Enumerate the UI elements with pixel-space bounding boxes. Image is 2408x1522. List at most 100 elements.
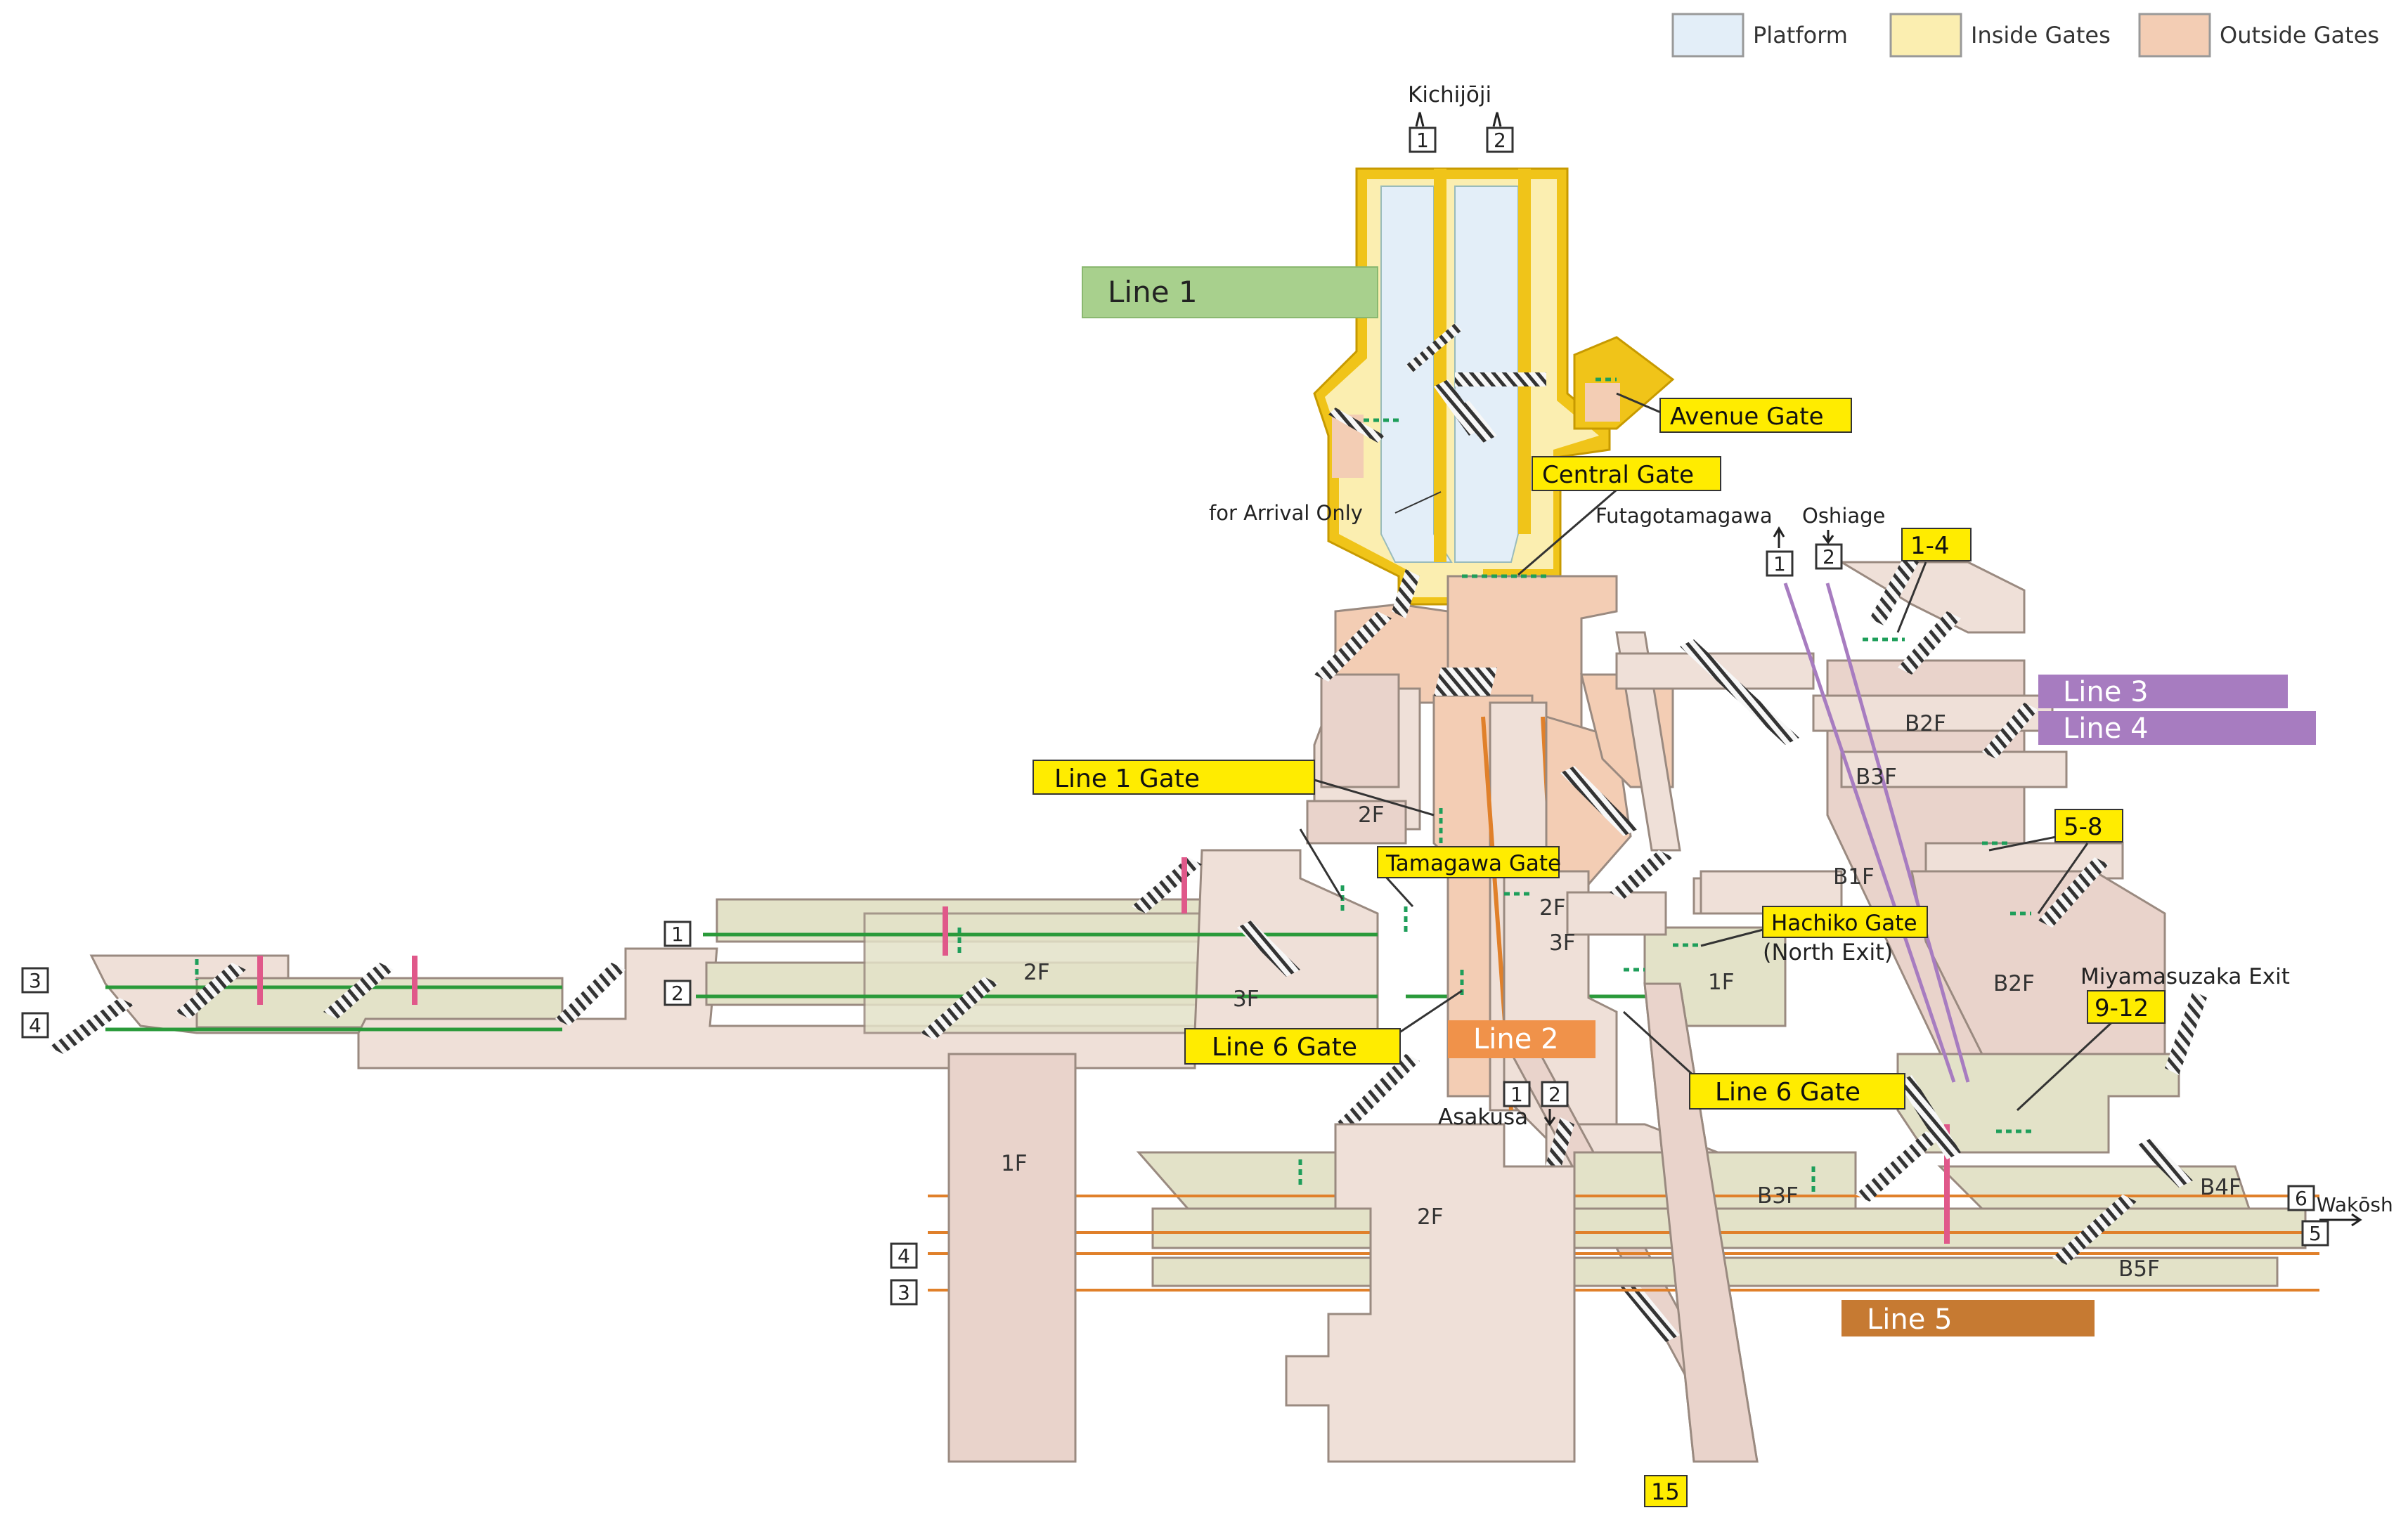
platform-num-s4: 4 — [898, 1244, 910, 1268]
arrow-oshiage — [1822, 530, 1834, 545]
gate-label-line6a-bg — [1184, 1028, 1401, 1065]
platform-num-o2: 2 — [1823, 545, 1835, 568]
label-oshiage: Oshiage — [1802, 504, 1885, 528]
gate-label-hachiko-bg — [1762, 906, 1928, 938]
line4-banner-label: Line 4 — [2063, 713, 2149, 745]
stairs-left-1 — [49, 998, 134, 1054]
platform-box-k2 — [1486, 126, 1514, 153]
direction-arrows — [1543, 526, 1834, 1126]
platform-box-w2 — [664, 980, 692, 1006]
stairs-east-4 — [2038, 857, 2109, 928]
leader-tamagawa-a — [1299, 828, 1344, 900]
gate-label-hachiko: Hachiko Gate — [1771, 911, 1917, 936]
label-futagotamagawa: Futagotamagawa — [1595, 504, 1773, 528]
gate-label-central-bg — [1532, 456, 1721, 491]
stairs-central-1 — [1392, 569, 1420, 618]
corridor-2f-west — [1306, 800, 1407, 845]
line5-banner — [1841, 1300, 2095, 1336]
gate-label-line1gate-bg — [1033, 760, 1315, 795]
platform-box-wk5 — [2301, 1220, 2329, 1247]
platform-box-f1 — [1766, 550, 1794, 577]
exit-label-9-12: 9-12 — [2095, 994, 2149, 1022]
stairs-line1-3 — [1328, 408, 1385, 443]
leader-exit-5-8 — [1988, 835, 2060, 852]
exit-label-15-bg — [1644, 1475, 1688, 1507]
line4-banner — [2038, 711, 2316, 745]
line3-banner — [2038, 675, 2288, 708]
leader-avenue — [1616, 392, 1666, 416]
arrow-asakusa — [1543, 1109, 1556, 1126]
stairs-central-6 — [1610, 850, 1673, 899]
label-asakusa: Asakusa — [1438, 1105, 1528, 1130]
gate-label-line6b: Line 6 Gate — [1715, 1078, 1860, 1107]
stairs-line1-2 — [1406, 323, 1462, 372]
leader-exit-5-8-b — [2037, 843, 2089, 914]
gate-label-tamagawa-bg — [1377, 846, 1560, 878]
east-upper-frame — [1837, 561, 2026, 634]
stairs-left-3 — [323, 963, 394, 1019]
platform-box-w4 — [21, 1012, 49, 1039]
stairs-east-6 — [2137, 1138, 2193, 1188]
stairs-east-2 — [1898, 611, 1961, 675]
gate-label-line1gate: Line 1 Gate — [1054, 765, 1200, 793]
floor-label-2f-c: 2F — [1539, 895, 1566, 921]
floor-label-b4f: B4F — [2200, 1175, 2241, 1200]
tower-2f-west — [1320, 673, 1400, 788]
stairs-east-1 — [1870, 555, 1919, 625]
arrow-kichijoji-1 — [1415, 112, 1425, 127]
floor-label-1f-b: 1F — [1001, 1151, 1028, 1176]
gate-label-avenue: Avenue Gate — [1670, 403, 1824, 431]
platform-num-w2: 2 — [671, 982, 684, 1005]
legend-swatch-inside — [1889, 13, 1962, 58]
exit-label-1-4: 1-4 — [1910, 532, 1950, 560]
exit-label-9-12-bg — [2087, 990, 2166, 1024]
label-kichijoji: Kichijōji — [1408, 82, 1491, 108]
west-outside-pocket — [1332, 415, 1364, 478]
stairs-left-5 — [921, 977, 998, 1040]
stairs-east-9 — [1856, 1131, 1940, 1202]
legend-label-outside: Outside Gates — [2220, 22, 2379, 48]
platform-num-s3: 3 — [898, 1281, 910, 1304]
floor-label-b2f-b: B2F — [1993, 971, 2035, 996]
gate-label-tamagawa: Tamagawa Gate — [1385, 851, 1561, 876]
stairs-east-8 — [1898, 1075, 1961, 1159]
floor-labels: 2F 3F 2F 3F 2F 1F 1F 2F B2F B3F B1F B2F … — [1001, 711, 2241, 1282]
platform-num-a2: 2 — [1548, 1083, 1561, 1106]
arrow-wakoshi — [2319, 1213, 2362, 1227]
platform-num-k2: 2 — [1494, 129, 1506, 152]
leader-exit-9-12 — [2016, 1017, 2117, 1112]
stairs-left-2 — [176, 963, 246, 1019]
platform-num-w3: 3 — [29, 969, 41, 992]
arrow-kichijoji-2 — [1492, 112, 1502, 127]
stairs-central-4 — [1560, 766, 1638, 836]
stairs-left-4 — [555, 963, 626, 1026]
line1-banner-label: Line 1 — [1108, 275, 1198, 309]
floor-label-b1f: B1F — [1833, 864, 1875, 890]
leader-central — [1517, 476, 1631, 576]
gate-label-avenue-bg — [1659, 398, 1852, 433]
platform-box-s4 — [890, 1242, 918, 1269]
floor-label-2f-a: 2F — [1358, 802, 1385, 828]
floor-label-3f-a: 3F — [1233, 987, 1260, 1012]
diagonal-south-corridor-overlay — [1643, 982, 1759, 1463]
label-wakoshi: Wakōsh — [2317, 1193, 2393, 1216]
platform-num-k1: 1 — [1416, 129, 1429, 152]
place-labels: Kichijōji for Arrival Only Futagotamagaw… — [1209, 82, 2393, 1227]
label-miyamasuzaka: Miyamasuzaka Exit — [2080, 964, 2290, 989]
line1-track-divider-1 — [1434, 169, 1446, 562]
leader-line6a — [1398, 989, 1463, 1034]
exit-label-5-8-bg — [2054, 809, 2123, 843]
stairs-central-5 — [1680, 639, 1799, 745]
line5-banner-label: Line 5 — [1867, 1303, 1953, 1336]
leader-line1gate — [1314, 779, 1435, 817]
exit-label-5-8: 5-8 — [2064, 813, 2103, 841]
leader-hachiko — [1700, 926, 1772, 947]
floor-label-3f-b: 3F — [1549, 930, 1576, 956]
corridor-north-2f — [1566, 891, 1667, 936]
platform-num-a1: 1 — [1510, 1083, 1523, 1106]
floor-label-1f-a: 1F — [1708, 970, 1735, 995]
stairs-central-7 — [1335, 1054, 1420, 1131]
line-banners: Line 1 Line 2 Line 3 Line 4 Line 5 — [1082, 266, 2316, 1336]
stairs-central-2 — [1314, 611, 1392, 682]
leader-line6b — [1622, 1010, 1702, 1084]
